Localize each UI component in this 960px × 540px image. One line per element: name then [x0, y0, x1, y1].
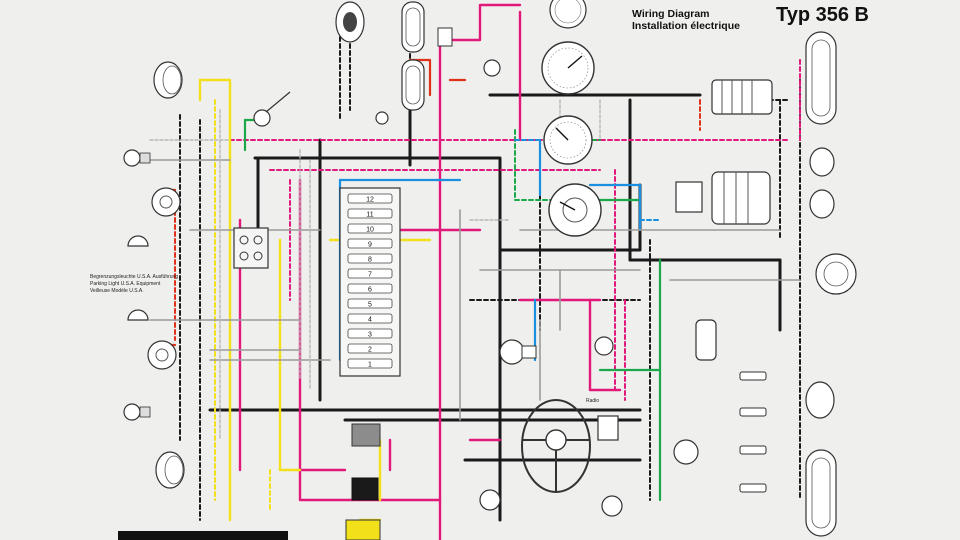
- right-lamps: [805, 31, 857, 537]
- fuse-1: 1: [347, 358, 393, 369]
- fuse-7: 7: [347, 268, 393, 279]
- left-headlight: [153, 61, 183, 99]
- distributor: [673, 439, 699, 465]
- horn-button: [483, 59, 501, 77]
- fuse-number: 7: [368, 272, 372, 279]
- heading-line-1: Wiring Diagram: [632, 8, 710, 20]
- left-horn: [151, 187, 181, 217]
- legend-line-2: Parking Light U.S.A. Equipment: [90, 281, 161, 287]
- fuse-number: 10: [366, 227, 374, 234]
- fuse-number: 8: [368, 257, 372, 264]
- radio-label: Radio: [586, 398, 600, 404]
- light-switch-upper: [401, 1, 425, 53]
- wiper-switch: [253, 91, 291, 127]
- left-horn-lower: [147, 340, 177, 370]
- parking-light-legend: Begrenzungsleuchte U.S.A. Ausführung Par…: [90, 274, 178, 295]
- ignition-switch: [335, 1, 365, 43]
- fuse-11: 11: [347, 208, 393, 219]
- fuse-number: 1: [368, 362, 372, 369]
- ignition-coil: [695, 319, 717, 361]
- fuse-5: 5: [347, 298, 393, 309]
- fuel-sender: [479, 489, 501, 511]
- left-parking-light: [127, 235, 149, 247]
- diagram-heading: Wiring Diagram Installation électrique: [632, 8, 740, 32]
- fuse-9: 9: [347, 238, 393, 249]
- fuse-number: 3: [368, 332, 372, 339]
- fuse-number: 6: [368, 287, 372, 294]
- grey-relay: [351, 423, 381, 447]
- light-switch-lower: [401, 59, 425, 111]
- fuse-number: 2: [368, 347, 372, 354]
- fuse-rows: 12 11 10 9 8 7 6 5 4 3 2 1: [347, 193, 393, 369]
- fuse-10: 10: [347, 223, 393, 234]
- fuse-number: 5: [368, 302, 372, 309]
- voltage-regulator: [675, 181, 703, 213]
- logo-banner: [118, 531, 288, 540]
- fuse-12: 12: [347, 193, 393, 204]
- speedometer-gauge: [541, 41, 595, 95]
- wiper-motor: [499, 339, 537, 365]
- yellow-connector: [345, 519, 381, 540]
- black-relay: [351, 477, 379, 501]
- tachometer-gauge: [543, 115, 593, 165]
- fuse-number: 4: [368, 317, 372, 324]
- starter-motor: [711, 79, 773, 115]
- fuse-3: 3: [347, 328, 393, 339]
- left-rear-indicator: [123, 403, 151, 421]
- indicator-lamp: [375, 111, 389, 125]
- fuse-6: 6: [347, 283, 393, 294]
- fuse-number: 9: [368, 242, 372, 249]
- clock-gauge: [549, 0, 587, 29]
- fuse-8: 8: [347, 253, 393, 264]
- left-tail-light: [155, 451, 185, 489]
- fuse-number: 12: [366, 197, 374, 204]
- fuse-number: 11: [366, 212, 373, 219]
- legend-line-1: Begrenzungsleuchte U.S.A. Ausführung: [90, 274, 179, 280]
- fuse-2: 2: [347, 343, 393, 354]
- fuel-temp-gauge: [548, 183, 602, 237]
- legend-line-3: Veilleuse Modèle U.S.A.: [90, 288, 144, 294]
- generator: [711, 171, 771, 225]
- left-front-indicator: [123, 149, 151, 167]
- model-title: Typ 356 B: [776, 4, 869, 26]
- flasher-unit: [437, 27, 453, 47]
- radio-unit: [597, 415, 619, 441]
- steering-wheel: [521, 399, 591, 493]
- oil-pressure-switch: [601, 495, 623, 517]
- fuse-4: 4: [347, 313, 393, 324]
- relay-block: [233, 227, 269, 269]
- left-side-marker: [127, 309, 149, 321]
- spark-plugs: [739, 371, 767, 493]
- brake-switch: [594, 336, 614, 356]
- heading-line-2: Installation électrique: [632, 20, 740, 32]
